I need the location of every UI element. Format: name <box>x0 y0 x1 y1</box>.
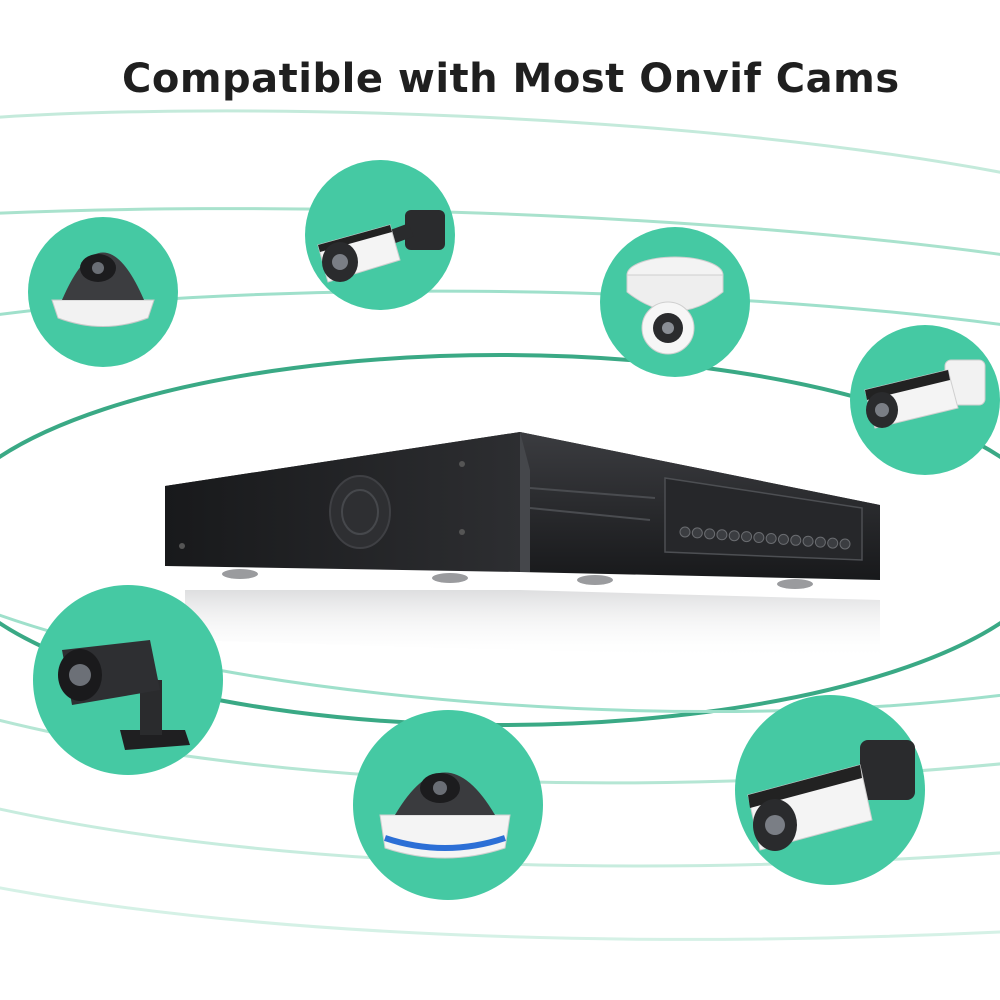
camera-vandal-dome <box>353 710 543 900</box>
dome-camera-icon <box>51 252 155 327</box>
bullet-camera-icon <box>864 359 986 429</box>
camera-turret-white <box>600 227 750 377</box>
fan-vent-icon <box>329 475 391 549</box>
camera-bullet-white <box>305 160 455 310</box>
dvr-button <box>790 534 802 546</box>
turret-camera-icon <box>626 256 724 355</box>
dvr-button <box>728 530 740 542</box>
bullet-camera-icon <box>317 210 445 283</box>
dvr-recorder <box>165 432 880 589</box>
dvr-button <box>765 532 777 544</box>
dvr-button <box>802 535 814 547</box>
camera-bullet-black <box>33 585 223 775</box>
bullet-camera-icon <box>747 740 915 851</box>
dvr-front-buttons <box>679 526 851 550</box>
dvr-button <box>839 538 851 550</box>
camera-bullet-side <box>850 325 1000 475</box>
dvr-button <box>753 532 765 544</box>
bullet-camera-icon <box>58 640 190 750</box>
dvr-button <box>814 536 826 548</box>
headline: Compatible with Most Onvif Cams <box>122 56 900 102</box>
camera-bullet-large <box>735 695 925 885</box>
dome-camera-icon <box>379 772 511 859</box>
dvr-button <box>716 529 728 541</box>
dvr-button <box>679 526 691 538</box>
dvr-reflection <box>185 590 880 660</box>
dvr-button <box>691 527 703 539</box>
dvr-button <box>777 533 789 545</box>
camera-dome-white <box>28 217 178 367</box>
dvr-button <box>741 531 753 543</box>
dvr-button <box>827 537 839 549</box>
dvr-button <box>704 528 716 540</box>
